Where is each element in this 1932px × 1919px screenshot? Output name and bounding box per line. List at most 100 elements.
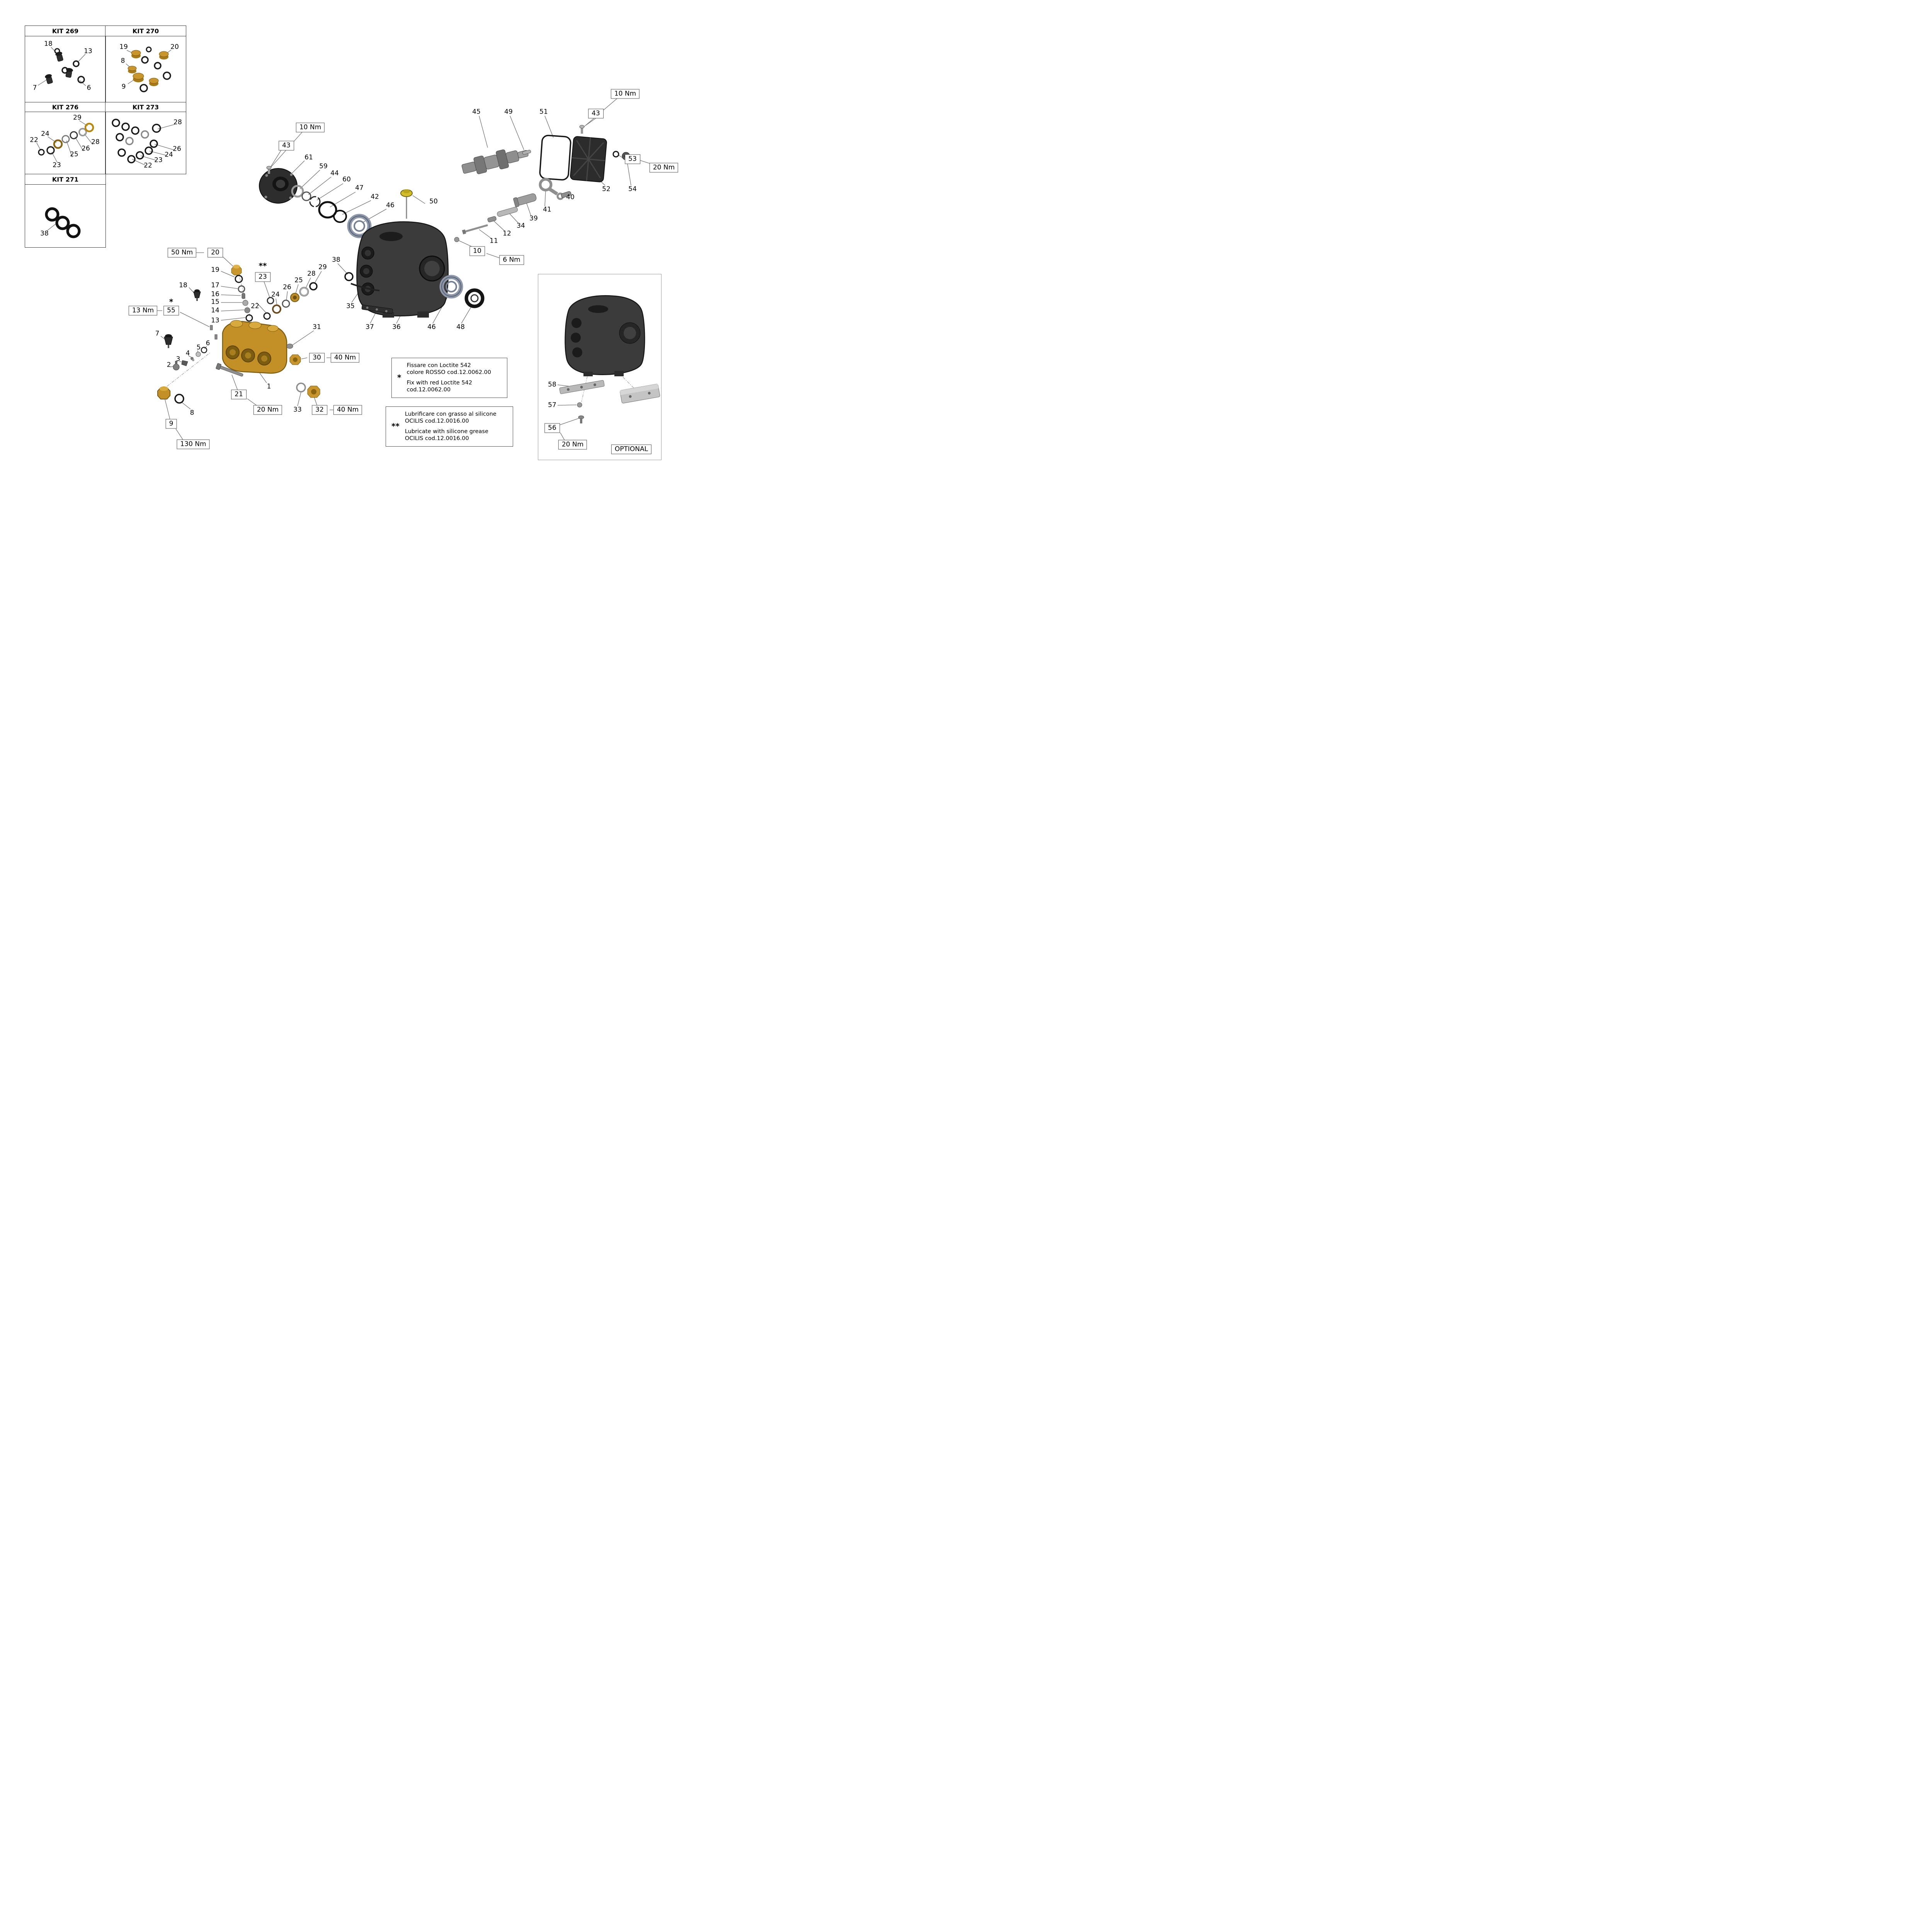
callout-34: 34	[517, 222, 525, 230]
part-34-plunger	[497, 207, 518, 217]
optional-pump-body	[565, 295, 645, 376]
callout-box-21: 21	[231, 389, 247, 399]
callout-17: 17	[211, 281, 219, 289]
callout-48: 48	[456, 323, 465, 331]
optional-panel	[538, 274, 662, 460]
part-31-plug-small	[286, 343, 293, 349]
callout-1: 1	[267, 382, 271, 391]
callout-13: 13	[211, 316, 219, 325]
part-8-o-ring	[174, 394, 184, 404]
part-52-rear-cover	[570, 136, 607, 182]
part-38-oil-seal	[344, 272, 354, 281]
callout-box-56: 56	[544, 423, 560, 433]
callout-49: 49	[504, 108, 513, 116]
torque-10nm-right: 10 Nm	[611, 89, 640, 99]
part-28-ring	[299, 287, 309, 297]
part-32-brass-plug	[307, 386, 320, 398]
callout-19: 19	[211, 266, 219, 274]
torque-10nm-left: 10 Nm	[296, 122, 325, 133]
part-47-o-ring	[318, 201, 337, 219]
part-22-o-ring	[263, 312, 271, 320]
kit276-callout-26: 26	[82, 144, 90, 153]
note-loctite: * Fissare con Loctite 542 colore ROSSO c…	[391, 358, 507, 398]
callout-24: 24	[271, 291, 280, 299]
kit271-callout-38: 38	[40, 229, 49, 238]
part-46-bearing-left	[347, 214, 372, 238]
exploded-parts-diagram: KIT 269 KIT 270 KIT 276 KIT 273 KIT 271 …	[0, 0, 678, 480]
callout-6: 6	[206, 339, 210, 347]
note-line: OCILIS cod.12.0016.00	[405, 435, 469, 442]
callout-22: 22	[251, 302, 259, 310]
part-23-seal	[267, 297, 274, 304]
callout-25: 25	[294, 276, 303, 284]
kit276-callout-23: 23	[53, 161, 61, 169]
kit270-callout-19: 19	[119, 43, 128, 51]
part-39-piston-guide	[513, 193, 537, 207]
callout-44: 44	[330, 169, 339, 177]
kit273-callout-24: 24	[165, 151, 173, 159]
torque-20nm-21: 20 Nm	[253, 405, 282, 415]
torque-20nm-plug: 20 Nm	[649, 163, 678, 173]
callout-12: 12	[503, 229, 511, 238]
part-45-crankshaft	[461, 149, 529, 174]
callout-45: 45	[472, 108, 481, 116]
note-line: Fissare con Loctite 542	[406, 362, 471, 369]
callout-box-9: 9	[165, 419, 177, 429]
kit269-parts	[45, 48, 85, 84]
note-grease-text: Lubrificare con grasso al silicone OCILI…	[405, 411, 497, 442]
part-50-dipstick	[400, 189, 413, 219]
kit269-callout-6: 6	[87, 84, 91, 92]
note-grease: ** Lubrificare con grasso al silicone OC…	[386, 406, 513, 447]
callout-38: 38	[332, 256, 340, 264]
callout-60: 60	[342, 175, 351, 184]
diagram-artwork	[36, 46, 660, 441]
part-49-key	[522, 150, 531, 155]
callout-46-right: 46	[427, 323, 436, 331]
callout-36: 36	[392, 323, 401, 331]
part-16-valve-insert	[242, 293, 245, 299]
part-36-crankcase	[356, 221, 449, 318]
torque-130nm: 130 Nm	[177, 439, 210, 449]
kit270-callout-20: 20	[170, 43, 179, 51]
part-13-o-ring	[245, 314, 253, 322]
part-24-seal	[272, 304, 281, 314]
callout-3: 3	[176, 355, 180, 363]
kit271-parts	[45, 207, 81, 238]
callout-58: 58	[548, 381, 556, 389]
callout-59: 59	[319, 162, 328, 170]
kit269-callout-7: 7	[32, 84, 37, 92]
callout-15: 15	[211, 298, 219, 306]
callout-16: 16	[211, 290, 219, 298]
callout-52: 52	[602, 185, 611, 193]
part-17-washer	[238, 285, 245, 293]
kit-273-body	[105, 111, 186, 174]
kit-273-header: KIT 273	[105, 102, 186, 112]
kit276-callout-25: 25	[70, 150, 78, 158]
callout-box-53: 53	[625, 154, 640, 164]
torque-13nm: 13 Nm	[128, 306, 158, 316]
part-14-disc	[244, 307, 250, 313]
torque-40nm-30: 40 Nm	[330, 353, 360, 363]
kit270-callout-9: 9	[121, 83, 126, 91]
kit273-callout-23: 23	[154, 156, 163, 164]
callout-40: 40	[566, 193, 575, 201]
kit-276-header: KIT 276	[25, 102, 106, 112]
callout-box-30: 30	[309, 353, 325, 363]
callout-46-left: 46	[386, 201, 395, 209]
kit273-callout-22: 22	[144, 161, 152, 170]
note-loctite-text: Fissare con Loctite 542 colore ROSSO cod…	[406, 362, 491, 394]
part-33-o-ring	[296, 382, 306, 393]
callout-18: 18	[179, 281, 187, 289]
part-20-brass-cap	[231, 265, 242, 275]
callout-35: 35	[346, 302, 355, 310]
callout-7: 7	[155, 330, 160, 338]
part-30-brass-plug	[289, 354, 301, 365]
callout-50: 50	[429, 197, 438, 206]
note-line: OCILIS cod.12.0016.00	[405, 418, 469, 425]
part-18-valve	[193, 289, 201, 301]
kit273-parts	[112, 119, 161, 163]
note-line: Lubricate with silicone grease	[405, 428, 488, 435]
kit269-callout-13: 13	[84, 47, 92, 55]
part-1-manifold	[222, 320, 287, 374]
part-60-snap-ring	[309, 196, 321, 207]
